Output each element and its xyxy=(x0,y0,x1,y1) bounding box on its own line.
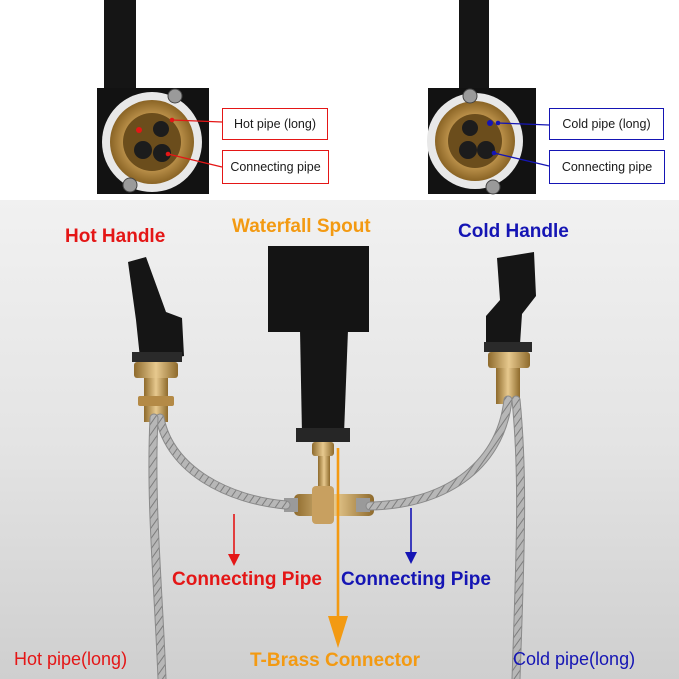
top-left-callout-hot-pipe: Hot pipe (long) xyxy=(222,108,328,140)
cold-pipe-long-label: Cold pipe(long) xyxy=(513,649,636,669)
top-left-valve-photo xyxy=(97,0,223,194)
hot-handle-label: Hot Handle xyxy=(65,226,166,247)
top-right-valve-photo xyxy=(427,0,550,195)
top-right-callout-cold-pipe: Cold pipe (long) xyxy=(549,108,664,140)
top-left-callout-connecting-pipe: Connecting pipe xyxy=(222,150,329,184)
hot-handle-photo xyxy=(128,257,184,422)
top-right-callout-connecting-pipe: Connecting pipe xyxy=(549,150,665,184)
arrows xyxy=(228,448,417,648)
cold-handle-photo xyxy=(484,252,536,404)
cold-handle-label: Cold Handle xyxy=(458,221,569,242)
waterfall-spout-label: Waterfall Spout xyxy=(232,216,371,237)
braided-hoses xyxy=(148,395,526,679)
connecting-pipe-left-label: Connecting Pipe xyxy=(172,569,322,590)
connecting-pipe-right-label: Connecting Pipe xyxy=(341,569,491,590)
waterfall-spout-photo xyxy=(268,246,369,496)
t-brass-connector-label: T-Brass Connector xyxy=(250,650,420,671)
hot-pipe-long-label: Hot pipe(long) xyxy=(14,649,128,669)
